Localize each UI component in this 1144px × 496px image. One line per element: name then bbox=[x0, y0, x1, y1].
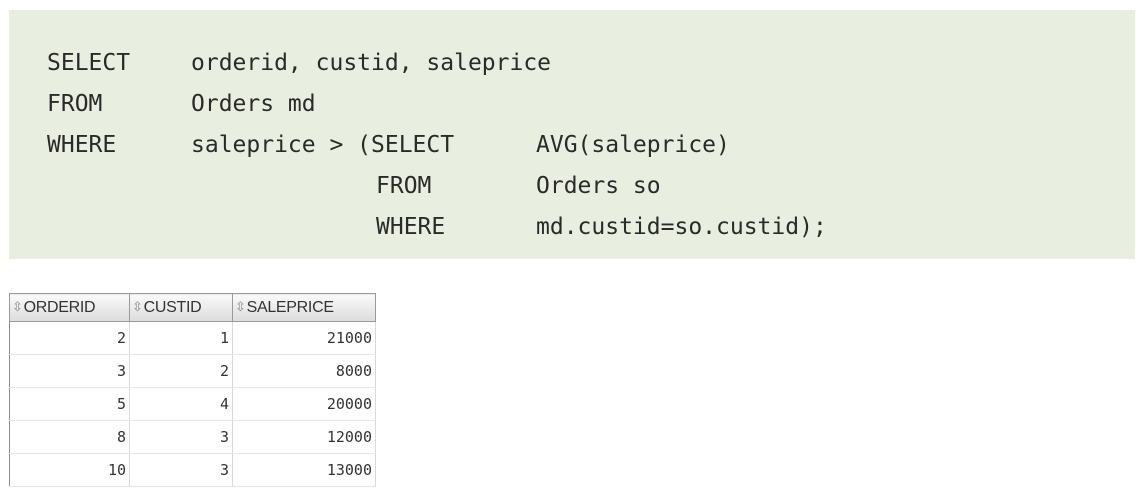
column-header-label: CUSTID bbox=[143, 298, 202, 316]
cell-custid[interactable]: 3 bbox=[129, 453, 233, 487]
table-row[interactable]: 3 2 8000 bbox=[9, 354, 376, 388]
column-header-saleprice[interactable]: ⇳SALEPRICE bbox=[232, 293, 376, 322]
cell-custid[interactable]: 3 bbox=[129, 420, 233, 454]
where-condition: saleprice > (SELECT bbox=[191, 132, 455, 158]
subquery-where-keyword: WHERE bbox=[376, 214, 446, 240]
table-row[interactable]: 2 1 21000 bbox=[9, 321, 376, 355]
cell-saleprice[interactable]: 13000 bbox=[232, 453, 376, 487]
column-header-label: ORDERID bbox=[23, 298, 96, 316]
column-header-label: SALEPRICE bbox=[246, 298, 334, 316]
cell-orderid[interactable]: 2 bbox=[9, 321, 130, 355]
cell-orderid[interactable]: 10 bbox=[9, 453, 130, 487]
cell-saleprice[interactable]: 8000 bbox=[232, 354, 376, 388]
from-table: Orders md bbox=[191, 91, 316, 117]
select-columns: orderid, custid, saleprice bbox=[191, 50, 552, 76]
cell-orderid[interactable]: 5 bbox=[9, 387, 130, 421]
cell-orderid[interactable]: 3 bbox=[9, 354, 130, 388]
from-keyword: FROM bbox=[47, 91, 103, 117]
cell-custid[interactable]: 2 bbox=[129, 354, 233, 388]
column-header-custid[interactable]: ⇳CUSTID bbox=[129, 293, 233, 322]
cell-custid[interactable]: 1 bbox=[129, 321, 233, 355]
cell-saleprice[interactable]: 12000 bbox=[232, 420, 376, 454]
sort-updown-icon[interactable]: ⇳ bbox=[132, 298, 143, 314]
sql-query-box: SELECT orderid, custid, saleprice FROM O… bbox=[9, 10, 1135, 259]
table-row[interactable]: 10 3 13000 bbox=[9, 453, 376, 487]
result-header-row: ⇳ORDERID ⇳CUSTID ⇳SALEPRICE bbox=[9, 293, 376, 322]
sort-updown-icon[interactable]: ⇳ bbox=[235, 298, 246, 314]
cell-saleprice[interactable]: 21000 bbox=[232, 321, 376, 355]
subquery-select-expression: AVG(saleprice) bbox=[536, 132, 730, 158]
subquery-from-table: Orders so bbox=[536, 173, 661, 199]
select-keyword: SELECT bbox=[47, 50, 131, 76]
cell-orderid[interactable]: 8 bbox=[9, 420, 130, 454]
table-row[interactable]: 8 3 12000 bbox=[9, 420, 376, 454]
cell-saleprice[interactable]: 20000 bbox=[232, 387, 376, 421]
where-keyword: WHERE bbox=[47, 132, 117, 158]
table-row[interactable]: 5 4 20000 bbox=[9, 387, 376, 421]
query-result-grid: ⇳ORDERID ⇳CUSTID ⇳SALEPRICE 2 1 21000 3 … bbox=[9, 293, 376, 487]
sort-updown-icon[interactable]: ⇳ bbox=[12, 298, 23, 314]
subquery-from-keyword: FROM bbox=[376, 173, 432, 199]
column-header-orderid[interactable]: ⇳ORDERID bbox=[9, 293, 130, 322]
cell-custid[interactable]: 4 bbox=[129, 387, 233, 421]
subquery-where-condition: md.custid=so.custid); bbox=[536, 214, 827, 240]
